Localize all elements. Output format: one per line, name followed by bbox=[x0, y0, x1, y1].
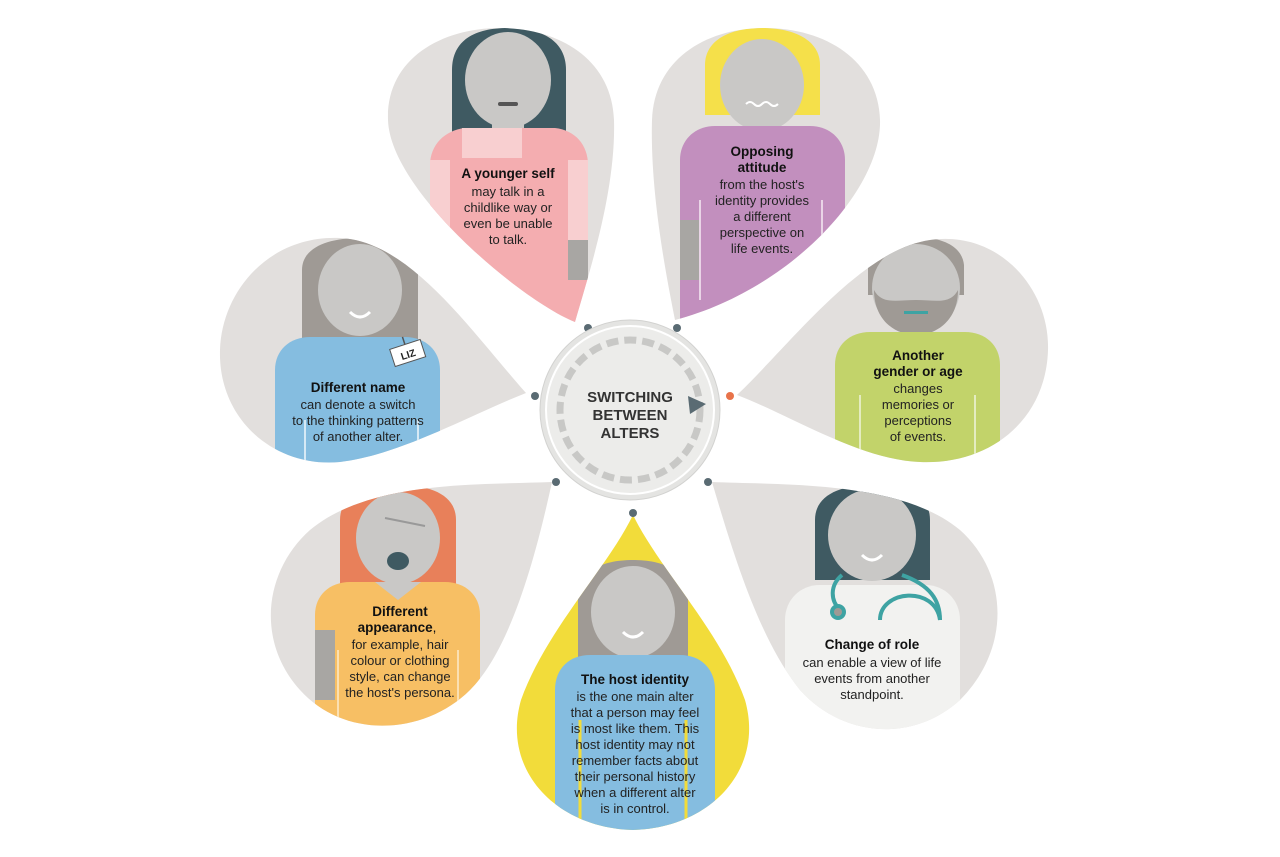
sleeve-left bbox=[430, 160, 450, 310]
name-tag: LIZ bbox=[389, 336, 427, 368]
name-line-2: to the thinking patterns bbox=[292, 413, 424, 428]
face bbox=[318, 244, 402, 336]
face bbox=[356, 492, 440, 584]
appearance-line-3: style, can change bbox=[349, 669, 450, 684]
younger-line-2: childlike way or bbox=[464, 200, 553, 215]
gender-line-3: perceptions bbox=[884, 413, 952, 428]
eyebrow bbox=[384, 517, 426, 527]
dot-appearance bbox=[552, 478, 560, 486]
host-line-3: is most like them. This bbox=[571, 721, 700, 736]
shirt bbox=[555, 655, 715, 830]
appearance-title-2-bold: appearance bbox=[358, 620, 434, 635]
younger-line-3: even be unable bbox=[464, 216, 553, 231]
dot-gender-active bbox=[726, 392, 734, 400]
role-line-3: standpoint. bbox=[840, 687, 904, 702]
mouth bbox=[498, 102, 518, 106]
petal-different-name: LIZ Different name can denote a switch t… bbox=[219, 237, 526, 463]
hub-dashed-dial bbox=[556, 336, 704, 484]
dot-name bbox=[531, 392, 539, 400]
dot-opposing bbox=[673, 324, 681, 332]
appearance-line-2: colour or clothing bbox=[351, 653, 450, 668]
host-line-8: is in control. bbox=[600, 801, 669, 816]
petal-opposing-attitude: Opposing attitude from the host's identi… bbox=[651, 28, 881, 320]
petal-gender-age: Another gender or age changes memories o… bbox=[737, 238, 1049, 463]
arm-left bbox=[680, 220, 700, 280]
role-title: Change of role bbox=[825, 637, 920, 652]
opposing-line-5: life events. bbox=[731, 241, 793, 256]
gender-title-1: Another bbox=[892, 348, 944, 363]
collar bbox=[462, 128, 522, 158]
opposing-line-3: a different bbox=[733, 209, 791, 224]
appearance-line-4: the host's persona. bbox=[345, 685, 454, 700]
host-line-4: host identity may not bbox=[575, 737, 695, 752]
appearance-title-2: appearance, bbox=[358, 620, 437, 635]
gender-line-2: memories or bbox=[882, 397, 955, 412]
name-tag-text: LIZ bbox=[400, 348, 418, 363]
petal-host-identity: The host identity is the one main alter … bbox=[516, 515, 750, 830]
play-arrow-icon bbox=[688, 396, 706, 414]
younger-title: A younger self bbox=[461, 166, 555, 181]
dot-host bbox=[629, 509, 637, 517]
arm-right bbox=[568, 240, 588, 280]
younger-line-4: to talk. bbox=[489, 232, 527, 247]
younger-line-1: may talk in a bbox=[472, 184, 546, 199]
sleeve-right bbox=[568, 160, 588, 240]
smile bbox=[621, 630, 645, 639]
face bbox=[465, 32, 551, 128]
mouth-wavy bbox=[745, 101, 779, 107]
petal-change-of-role: Change of role can enable a view of life… bbox=[712, 482, 998, 730]
gender-title-2: gender or age bbox=[873, 364, 963, 379]
appearance-line-1: for example, hair bbox=[352, 637, 449, 652]
petal-different-appearance: Different appearance, for example, hair … bbox=[270, 482, 552, 726]
opposing-line-2: identity provides bbox=[715, 193, 809, 208]
host-line-1: is the one main alter bbox=[576, 689, 694, 704]
shirt bbox=[315, 582, 480, 726]
opposing-line-1: from the host's bbox=[720, 177, 805, 192]
hub-inner-ring bbox=[545, 325, 715, 495]
opposing-line-4: perspective on bbox=[720, 225, 805, 240]
hub-line-3: ALTERS bbox=[601, 425, 660, 442]
hub-line-1: SWITCHING bbox=[587, 389, 673, 406]
host-title: The host identity bbox=[581, 672, 689, 687]
name-title: Different name bbox=[311, 380, 406, 395]
host-line-2: that a person may feel bbox=[571, 705, 700, 720]
smile bbox=[860, 553, 884, 562]
opposing-title-2: attitude bbox=[738, 160, 787, 175]
gender-line-4: of events. bbox=[890, 429, 946, 444]
role-line-1: can enable a view of life bbox=[803, 655, 942, 670]
coat bbox=[785, 585, 960, 730]
name-line-1: can denote a switch bbox=[301, 397, 416, 412]
dot-role bbox=[704, 478, 712, 486]
host-line-7: when a different alter bbox=[573, 785, 696, 800]
opposing-title-1: Opposing bbox=[731, 144, 794, 159]
role-line-2: events from another bbox=[814, 671, 930, 686]
face bbox=[591, 566, 675, 658]
face bbox=[720, 39, 804, 131]
smile bbox=[348, 310, 372, 319]
hub-line-2: BETWEEN bbox=[593, 407, 668, 424]
host-line-6: their personal history bbox=[575, 769, 696, 784]
shirt bbox=[835, 332, 1000, 463]
host-line-5: remember facts about bbox=[572, 753, 699, 768]
name-line-3: of another alter. bbox=[313, 429, 403, 444]
face bbox=[828, 489, 916, 581]
appearance-title-1: Different bbox=[372, 604, 428, 619]
mouth bbox=[904, 311, 928, 314]
shirt bbox=[275, 337, 440, 463]
center-hub: SWITCHING BETWEEN ALTERS bbox=[539, 319, 721, 501]
mouth-open bbox=[387, 552, 409, 570]
gender-line-1: changes bbox=[893, 381, 943, 396]
appearance-title-comma: , bbox=[433, 620, 437, 635]
